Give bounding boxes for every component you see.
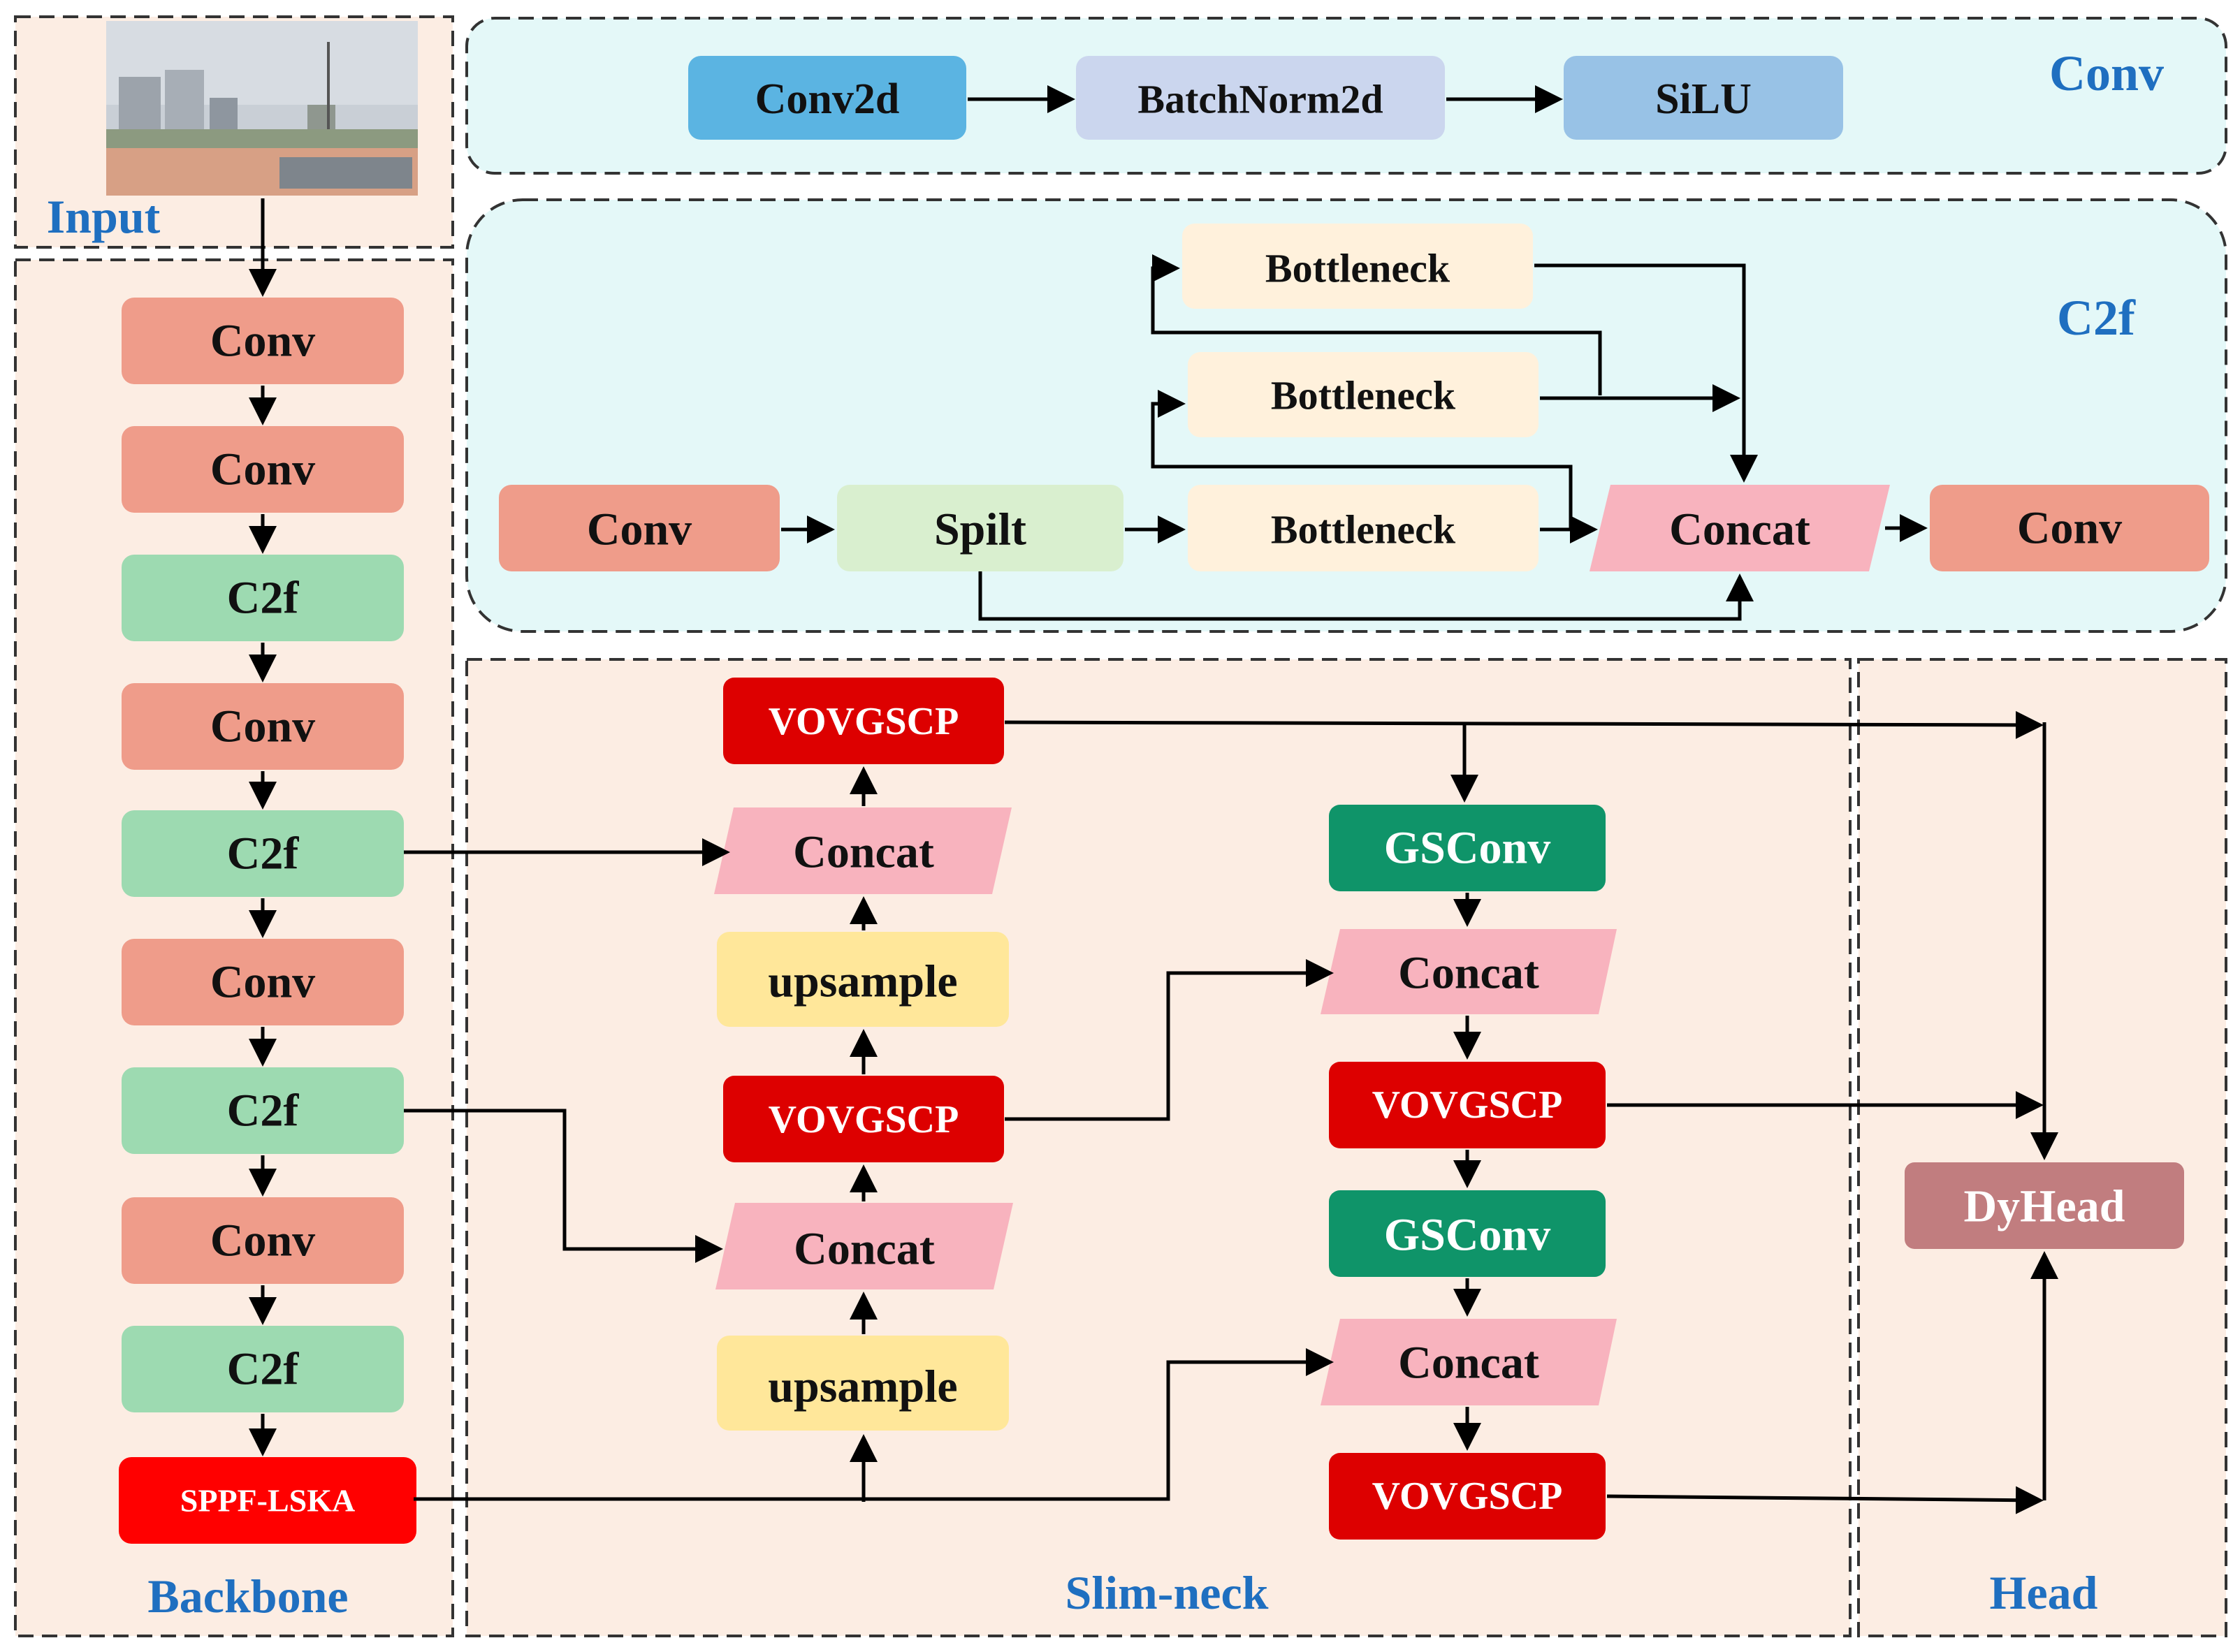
head-title: Head (1990, 1566, 2098, 1619)
neck-vovgscp-mid: VOVGSCP (723, 1076, 1004, 1162)
c2f-bottleneck-3: Bottleneck (1188, 485, 1539, 571)
backbone-item-label: Conv (210, 444, 315, 495)
backbone-item-label: C2f (227, 1086, 300, 1136)
arrow-sppf-right (414, 1348, 1334, 1501)
dyhead-block: DyHead (1905, 1162, 2184, 1249)
c2f-conv-in: Conv (499, 485, 780, 571)
silu-block: SiLU (1564, 56, 1843, 140)
conv2d-label: Conv2d (755, 75, 900, 123)
c2f-bottleneck-2-label: Bottleneck (1271, 373, 1456, 418)
backbone-item-6: Conv (122, 939, 404, 1025)
input-title: Input (47, 190, 161, 243)
backbone-item-3: C2f (122, 555, 404, 641)
neck-concat-1-label: Concat (793, 827, 934, 878)
c2f-bottleneck-1: Bottleneck (1182, 224, 1533, 309)
c2f-concat: Concat (1590, 485, 1890, 571)
backbone-item-9: C2f (122, 1326, 404, 1412)
backbone-item-label: Conv (210, 1215, 315, 1266)
neck-vovgscp-3-label: VOVGSCP (1372, 1475, 1563, 1518)
neck-vovgscp-2: VOVGSCP (1329, 1062, 1606, 1148)
c2f-conv-out-label: Conv (2017, 503, 2122, 554)
arrow-c2f7-concat2 (404, 1109, 723, 1263)
backbone-item-5: C2f (122, 810, 404, 897)
conv-module-title: Conv (2049, 45, 2164, 101)
neck-upsample-2-label: upsample (768, 1361, 957, 1412)
neck-gsconv-1: GSConv (1329, 805, 1606, 891)
neck-gsconv-1-label: GSConv (1384, 823, 1550, 874)
arrow-vovmid-concat3 (1005, 959, 1334, 1121)
backbone-item-7: C2f (122, 1067, 404, 1154)
neck-concat-2-label: Concat (794, 1224, 935, 1275)
neck-vovgscp-top-label: VOVGSCP (769, 700, 959, 743)
backbone-item-label: C2f (227, 828, 300, 879)
c2f-conv-in-label: Conv (587, 504, 692, 555)
c2f-split-label: Spilt (934, 504, 1026, 555)
backbone-item-8: Conv (122, 1197, 404, 1284)
backbone-stack: ConvConvC2fConvC2fConvC2fConvC2fSPPF-LSK… (119, 298, 416, 1544)
neck-vovgscp-2-label: VOVGSCP (1372, 1083, 1563, 1127)
neck-gsconv-2-label: GSConv (1384, 1210, 1550, 1261)
c2f-module-title: C2f (2057, 290, 2136, 346)
batchnorm-label: BatchNorm2d (1137, 77, 1383, 122)
c2f-bottleneck-3-label: Bottleneck (1271, 507, 1456, 553)
arrow-b2-to-b1 (1151, 254, 1602, 395)
neck-concat-3-label: Concat (1398, 948, 1539, 999)
batchnorm-block: BatchNorm2d (1076, 56, 1445, 140)
neck-upsample-1: upsample (717, 932, 1009, 1027)
backbone-item-2: Conv (122, 426, 404, 513)
dyhead-label: DyHead (1964, 1181, 2125, 1232)
backbone-item-label: Conv (210, 316, 315, 367)
neck-concat-1: Concat (714, 807, 1012, 894)
c2f-split: Spilt (837, 485, 1123, 571)
arrow-vov3-head (1606, 1486, 2044, 1514)
c2f-bottleneck-1-label: Bottleneck (1265, 246, 1450, 291)
backbone-item-4: Conv (122, 683, 404, 770)
c2f-bottleneck-2: Bottleneck (1188, 352, 1539, 437)
neck-panel (465, 658, 1852, 1637)
neck-concat-2: Concat (715, 1203, 1013, 1289)
input-image (106, 21, 418, 196)
silu-label: SiLU (1655, 75, 1752, 123)
neck-vovgscp-mid-label: VOVGSCP (769, 1098, 959, 1141)
c2f-concat-label: Concat (1669, 504, 1810, 555)
neck-concat-4: Concat (1321, 1319, 1617, 1405)
neck-upsample-1-label: upsample (768, 956, 957, 1007)
backbone-title: Backbone (147, 1570, 348, 1623)
neck-upsample-2: upsample (717, 1336, 1009, 1431)
backbone-item-10: SPPF-LSKA (119, 1457, 416, 1544)
neck-concat-3: Concat (1321, 929, 1617, 1014)
arrow-b1-concat (1534, 263, 1758, 483)
backbone-item-label: C2f (227, 1344, 300, 1395)
neck-vovgscp-top: VOVGSCP (723, 678, 1004, 764)
neck-title: Slim-neck (1066, 1566, 1269, 1619)
arrow-split-concat-bottom (978, 571, 1754, 621)
backbone-item-label: Conv (210, 701, 315, 752)
backbone-item-label: SPPF-LSKA (180, 1483, 355, 1519)
arrow-vovtop-head (1004, 710, 2044, 739)
backbone-item-1: Conv (122, 298, 404, 384)
c2f-conv-out: Conv (1930, 485, 2209, 571)
arrow-b3-to-b2 (1151, 390, 1573, 529)
conv2d-block: Conv2d (688, 56, 966, 140)
neck-gsconv-2: GSConv (1329, 1190, 1606, 1277)
head-panel (1857, 658, 2227, 1637)
neck-concat-4-label: Concat (1398, 1338, 1539, 1389)
backbone-item-label: Conv (210, 957, 315, 1008)
backbone-item-label: C2f (227, 573, 300, 624)
neck-vovgscp-3: VOVGSCP (1329, 1453, 1606, 1540)
